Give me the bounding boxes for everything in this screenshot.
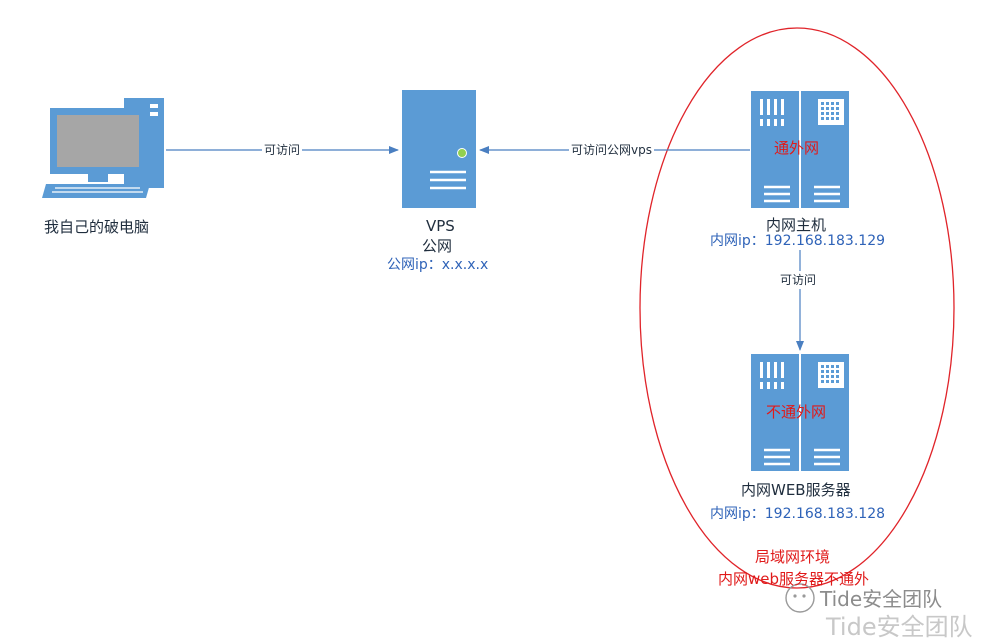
watermark-back: Tide安全团队 <box>826 613 973 641</box>
vps-sub: 公网 <box>422 237 453 255</box>
vps-name: VPS <box>426 217 455 235</box>
lan-boundary-ellipse <box>639 27 955 589</box>
lan-note-line2: 内网web服务器不通外 <box>718 570 870 588</box>
vps-ip: 公网ip：x.x.x.x <box>387 257 489 273</box>
web-server-name: 内网WEB服务器 <box>741 481 851 499</box>
web-server-ip: 内网ip：192.168.183.128 <box>710 506 886 522</box>
desktop-computer-icon <box>42 98 164 198</box>
pc-to-vps-label: 可访问 <box>262 141 303 159</box>
intranet-host-badge: 通外网 <box>774 139 820 157</box>
pc-label: 我自己的破电脑 <box>44 218 150 236</box>
intranet-host-ip: 内网ip：192.168.183.129 <box>710 233 886 249</box>
wechat-logo-icon <box>785 583 815 613</box>
vps-server-icon <box>402 90 476 208</box>
watermark-front: Tide安全团队 <box>820 587 943 611</box>
lan-note-line1: 局域网环境 <box>755 548 831 566</box>
intranet-host-name: 内网主机 <box>766 216 827 234</box>
web-server-icon <box>751 354 849 471</box>
host-to-vps-label: 可访问公网vps <box>569 141 654 159</box>
host-to-web-label: 可访问 <box>778 271 819 289</box>
web-server-badge: 不通外网 <box>766 403 827 421</box>
intranet-host-server-icon <box>751 91 849 208</box>
